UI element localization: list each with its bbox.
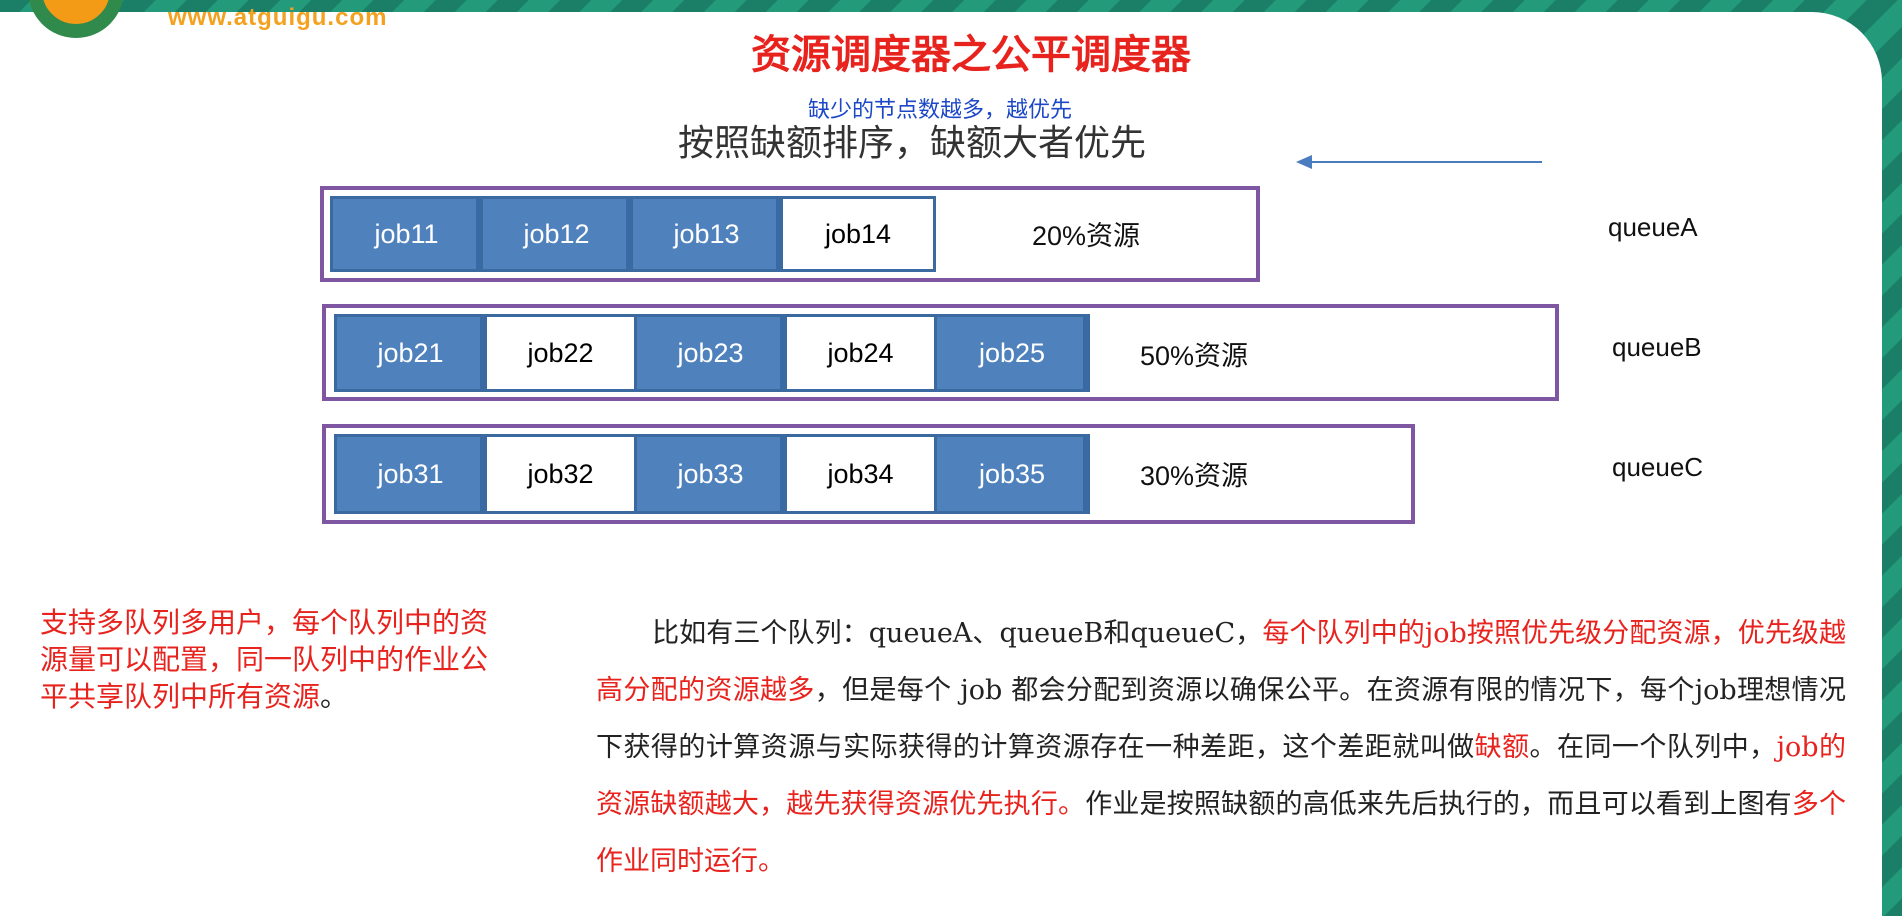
page-title: 资源调度器之公平调度器 [751, 31, 1191, 78]
job-cell: job35 [937, 437, 1087, 511]
job-cell: job33 [637, 437, 787, 511]
job-cell: job11 [333, 199, 483, 269]
highlight-text: job的资源缺额越大，越先获得资源优先执行。 [596, 732, 1847, 820]
queue-box-queueC [322, 424, 1415, 524]
body-text: 。在同一个队列中， [1529, 732, 1777, 763]
job-cell: job25 [937, 317, 1087, 389]
resource-share: 30%资源 [1140, 461, 1249, 491]
highlight-text: 每个队列中的job按照优先级分配资源，优先级越高分配的资源越多 [596, 618, 1846, 706]
left-arrow-icon [1296, 155, 1542, 169]
highlight-text: 缺额 [1474, 732, 1530, 763]
body-text: 比如有三个队列：queueA、queueB和queueC， [652, 618, 1263, 649]
job-cell: job22 [487, 317, 637, 389]
left-note: 支持多队列多用户，每个队列中的资源量可以配置，同一队列中的作业公平共享队列中所有… [40, 606, 489, 713]
logo-url: www.atguigu.com [168, 4, 388, 31]
highlight-text: 多个作业同时运行。 [596, 789, 1847, 877]
body-text: 作业是按照缺额的高低来先后执行的，而且可以看到上图有 [1085, 789, 1792, 820]
resource-share: 50%资源 [1140, 341, 1249, 371]
job-cell: job34 [787, 437, 937, 511]
job-cell: job13 [633, 199, 783, 269]
queue-label: queueC [1612, 452, 1704, 482]
job-cell: job21 [337, 317, 487, 389]
job-cell: job14 [783, 199, 933, 269]
queue-box-queueA [320, 186, 1260, 282]
job-cell: job24 [787, 317, 937, 389]
explanation-paragraph: 比如有三个队列：queueA、queueB和queueC，每个队列中的job按照… [596, 605, 1846, 890]
job-cell: job31 [337, 437, 487, 511]
resource-share: 20%资源 [1032, 221, 1141, 251]
job-cell: job32 [487, 437, 637, 511]
queue-label: queueA [1608, 212, 1698, 242]
job-cell: job23 [637, 317, 787, 389]
subtitle: 按照缺额排序，缺额大者优先 [678, 123, 1147, 164]
job-cell: job12 [483, 199, 633, 269]
queue-box-queueB [322, 304, 1559, 401]
queue-label: queueB [1612, 332, 1702, 362]
annotation-note: 缺少的节点数越多，越优先 [808, 98, 1073, 123]
body-text: ，但是每个 job 都会分配到资源以确保公平。在资源有限的情况下，每个job理想… [596, 675, 1846, 763]
